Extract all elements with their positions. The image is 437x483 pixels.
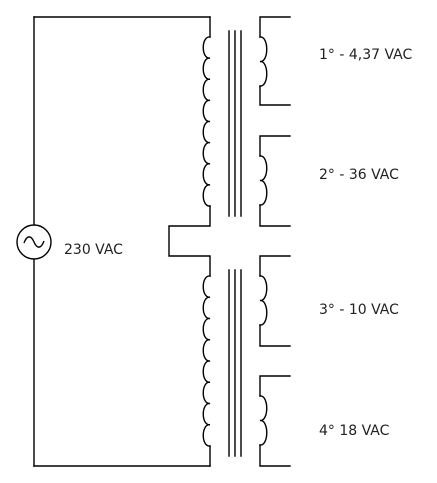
secondary-winding-2 [259, 135, 291, 227]
secondary-winding-4 [259, 375, 291, 467]
secondary-winding-1 [259, 16, 291, 106]
transformer-core-lower [228, 269, 242, 457]
transformer-core-upper [228, 30, 242, 217]
primary-winding-upper [168, 16, 211, 277]
secondary-1-label: 1° - 4,37 VAC [319, 47, 413, 63]
secondary-4-label: 4° 18 VAC [319, 423, 390, 439]
secondary-3-label: 3° - 10 VAC [319, 302, 399, 318]
secondary-winding-3 [259, 255, 291, 347]
ac-source-icon [16, 224, 52, 260]
secondary-2-label: 2° - 36 VAC [319, 167, 399, 183]
primary-winding-lower [202, 275, 211, 467]
source-voltage-label: 230 VAC [64, 242, 123, 258]
